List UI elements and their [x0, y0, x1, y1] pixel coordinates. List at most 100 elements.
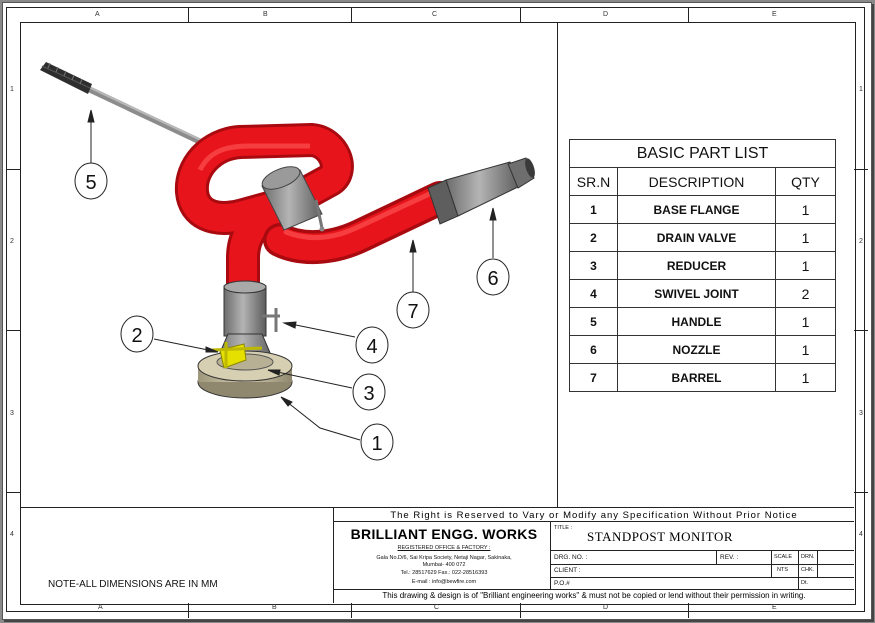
zone-row-2-right: 2 [859, 238, 863, 245]
svg-text:2: 2 [131, 325, 142, 347]
zone-tick [6, 492, 20, 493]
drn-label: DRN. [801, 554, 815, 560]
cell-qty: 1 [775, 363, 836, 392]
zone-row-4-left: 4 [10, 531, 14, 538]
callout-4: 4 [355, 326, 389, 364]
inner-border [20, 22, 856, 605]
header-sr-no: SR.N [569, 167, 618, 196]
zone-tick [688, 7, 689, 22]
table-row: 2 DRAIN VALVE 1 [569, 223, 836, 252]
cell-sr: 5 [569, 307, 618, 336]
zone-col-c-top: C [432, 11, 438, 18]
nts-label: NTS [777, 567, 788, 573]
zone-row-3-left: 3 [10, 410, 14, 417]
title-block-top-line [20, 507, 854, 508]
zone-col-c-bottom: C [434, 604, 440, 611]
handle [40, 62, 225, 155]
cell-sr: 7 [569, 363, 618, 392]
svg-text:4: 4 [366, 336, 377, 358]
zone-row-3-right: 3 [859, 410, 863, 417]
title-block-line [817, 550, 818, 577]
nozzle [427, 157, 535, 225]
rights-notice: The Right is Reserved to Vary or Modify … [390, 510, 798, 521]
zone-tick [688, 603, 689, 618]
title-label: TITLE : [554, 525, 573, 531]
title-block-line [333, 589, 854, 590]
callout-1: 1 [360, 423, 394, 461]
svg-text:6: 6 [487, 268, 498, 290]
cell-sr: 4 [569, 279, 618, 308]
phone-fax: Tel.: 28517629 Fax.: 022-28516393 [400, 570, 488, 576]
title-block-line [798, 550, 799, 589]
scale-label: SCALE [774, 554, 793, 560]
cell-qty: 1 [775, 251, 836, 280]
rev-label: REV. : [720, 554, 739, 561]
zone-tick [854, 169, 868, 170]
part-list-title: BASIC PART LIST [569, 139, 836, 168]
cell-description: BASE FLANGE [617, 195, 776, 224]
title-block-line [716, 550, 717, 564]
cell-qty: 1 [775, 223, 836, 252]
table-row: 6 NOZZLE 1 [569, 335, 836, 364]
cell-qty: 2 [775, 279, 836, 308]
title-block-line [333, 521, 854, 522]
zone-col-a-bottom: A [98, 604, 103, 611]
table-row: 5 HANDLE 1 [569, 307, 836, 336]
chk-label: CHK. [801, 567, 815, 573]
upper-swivel-joint [261, 166, 325, 232]
title-block-line [771, 550, 772, 577]
zone-tick [520, 603, 521, 618]
zone-tick [6, 330, 20, 331]
svg-text:7: 7 [407, 301, 418, 323]
title-block-line [550, 577, 854, 578]
callout-5: 5 [74, 162, 108, 200]
title-block-left-line [333, 507, 334, 603]
zone-tick [188, 7, 189, 22]
callout-6: 6 [476, 258, 510, 296]
cell-description: REDUCER [617, 251, 776, 280]
zone-row-2-left: 2 [10, 238, 14, 245]
zone-tick [854, 330, 868, 331]
client-label: CLIENT : [554, 567, 581, 574]
copyright-notice: This drawing & design is of "Brilliant e… [382, 591, 806, 600]
company-name: BRILLIANT ENGG. WORKS [350, 526, 538, 542]
zone-tick [351, 603, 352, 618]
lower-swivel-joint [223, 280, 280, 337]
leader-lines [87, 109, 497, 441]
zone-tick [188, 603, 189, 618]
zone-row-1-left: 1 [10, 86, 14, 93]
svg-text:3: 3 [363, 383, 374, 405]
title-block-line [550, 550, 854, 551]
office-label: REGISTERED OFFICE & FACTORY : [397, 545, 491, 551]
table-row: 4 SWIVEL JOINT 2 [569, 279, 836, 308]
cell-description: DRAIN VALVE [617, 223, 776, 252]
zone-tick [351, 7, 352, 22]
cell-sr: 2 [569, 223, 618, 252]
zone-col-d-bottom: D [603, 604, 609, 611]
email: E-mail : info@bewfire.com [411, 579, 477, 585]
address-line-1: Gala No.D/6, Sai Kripa Society, Netaji N… [376, 555, 512, 561]
cell-sr: 3 [569, 251, 618, 280]
cell-qty: 1 [775, 307, 836, 336]
zone-col-b-top: B [263, 11, 268, 18]
zone-col-e-top: E [772, 11, 777, 18]
po-label: P.O.# [554, 580, 570, 587]
address-line-2: Mumbai- 400 072 [422, 562, 466, 568]
cell-sr: 1 [569, 195, 618, 224]
header-qty: QTY [775, 167, 836, 196]
zone-row-1-right: 1 [859, 86, 863, 93]
cell-description: HANDLE [617, 307, 776, 336]
dimensions-note: NOTE-ALL DIMENSIONS ARE IN MM [48, 579, 218, 590]
cell-description: SWIVEL JOINT [617, 279, 776, 308]
svg-text:5: 5 [85, 172, 96, 194]
drg-no-label: DRG. NO. : [554, 554, 588, 561]
cell-qty: 1 [775, 195, 836, 224]
callout-3: 3 [352, 373, 386, 411]
table-row: 3 REDUCER 1 [569, 251, 836, 280]
svg-text:1: 1 [371, 433, 382, 455]
header-description: DESCRIPTION [617, 167, 776, 196]
table-row: 7 BARREL 1 [569, 363, 836, 392]
zone-col-b-bottom: B [272, 604, 277, 611]
view-divider [557, 22, 558, 507]
